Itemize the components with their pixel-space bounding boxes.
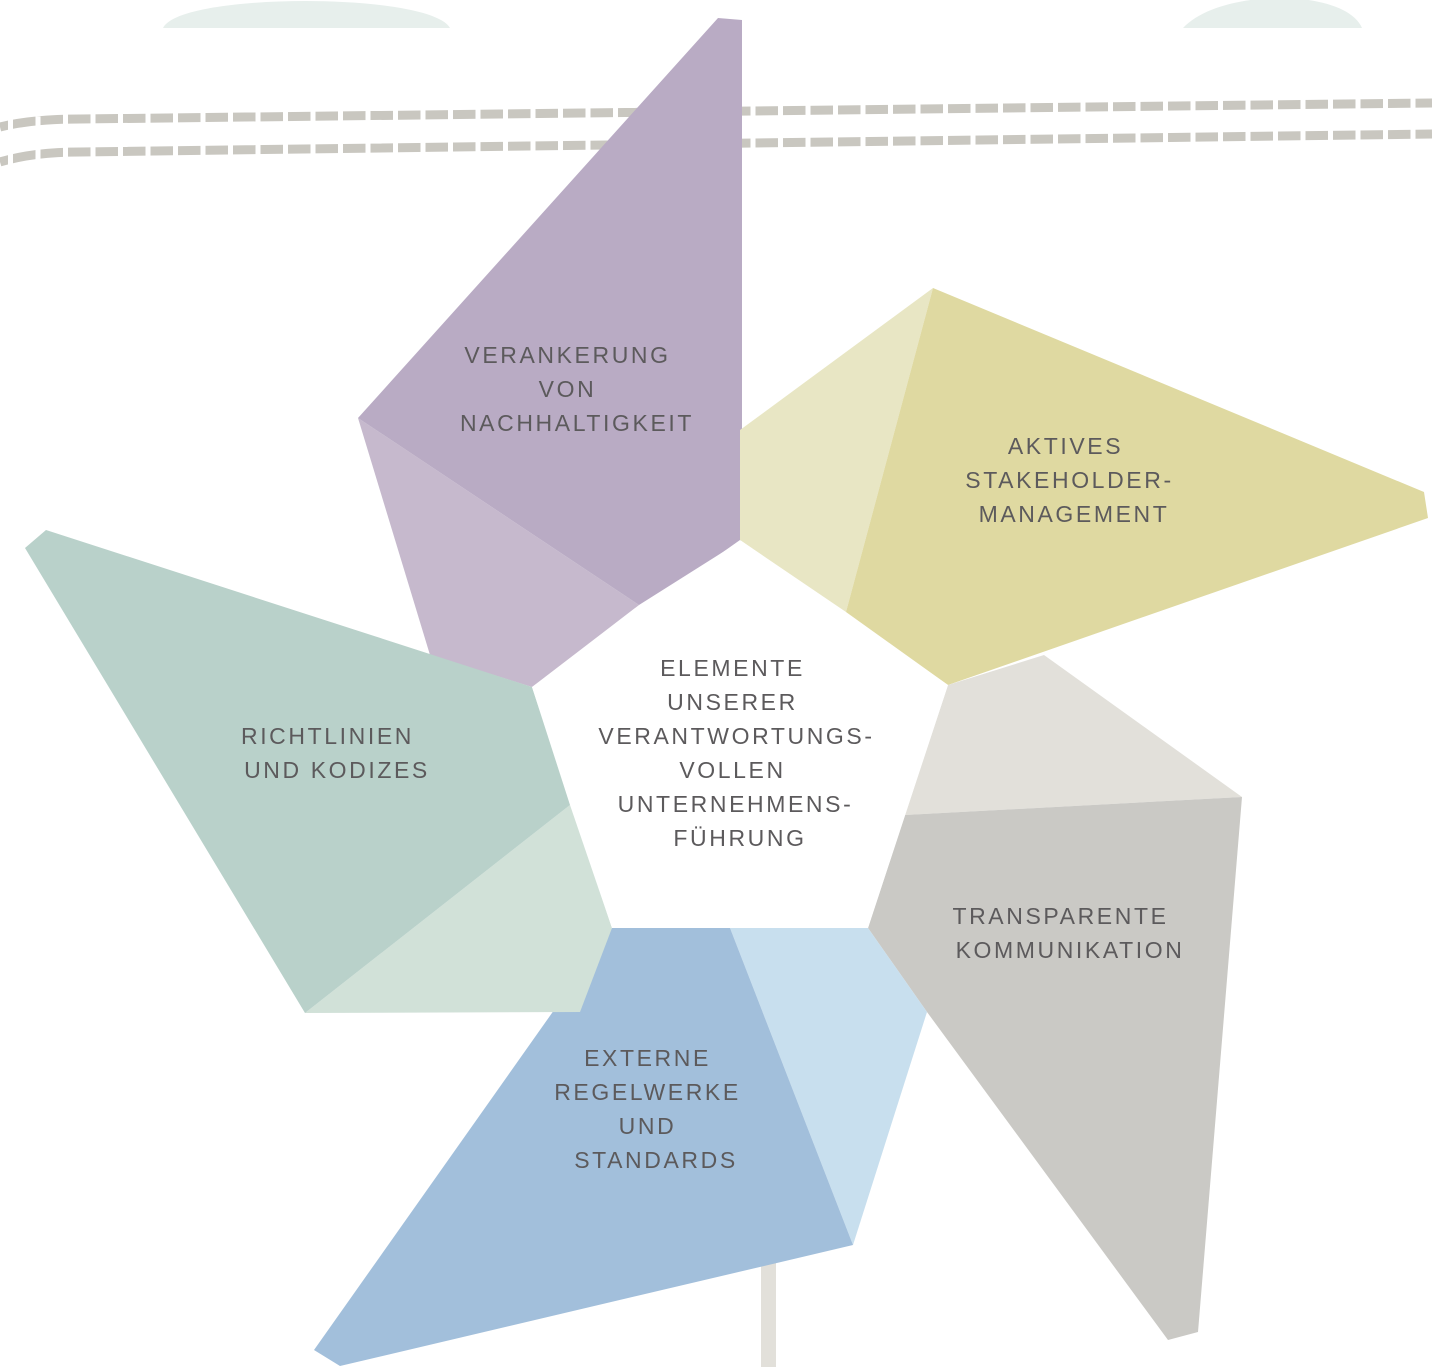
petal-kommunikation-main <box>868 797 1242 1340</box>
rail-sleeper <box>338 108 343 156</box>
rail-sleeper <box>613 105 618 152</box>
petal-nachhaltigkeit-shade <box>358 418 639 687</box>
rail-sleeper <box>90 111 96 159</box>
petal-regelwerke-main <box>314 928 853 1366</box>
rail-sleeper <box>365 108 371 156</box>
petal-richtlinien-shade <box>305 805 612 1013</box>
petal-regelwerke-label: EXTERNE REGELWERKE UND STANDARDS <box>554 1045 750 1173</box>
petal-stakeholder-label: AKTIVES STAKEHOLDER- MANAGEMENT <box>965 433 1182 527</box>
rail-sleeper <box>833 103 838 149</box>
rail-sleeper <box>915 102 921 148</box>
rail-sleeper <box>228 110 233 158</box>
center-pentagon <box>532 540 948 928</box>
rail-sleeper <box>805 103 811 150</box>
rail-sleeper <box>888 102 893 149</box>
petal-stakeholder: AKTIVES STAKEHOLDER- MANAGEMENT <box>740 288 1428 685</box>
petal-kommunikation-label: TRANSPARENTE KOMMUNIKATION <box>952 903 1184 963</box>
rail-sleeper <box>310 109 316 156</box>
rail-sleeper <box>558 106 563 153</box>
petal-regelwerke: EXTERNE REGELWERKE UND STANDARDS <box>314 928 927 1366</box>
rail-sleeper <box>1135 99 1141 145</box>
rail-sleeper <box>173 110 178 158</box>
rail-sleeper <box>998 101 1003 147</box>
center-hub: ELEMENTE UNSERER VERANTWORTUNGS- VOLLEN … <box>532 540 948 928</box>
petal-stakeholder-main <box>846 288 1428 685</box>
petal-regelwerke-shade <box>730 928 927 1245</box>
rail-sleeper <box>1273 97 1278 144</box>
rail-sleeper <box>1410 96 1416 142</box>
rail-sleeper <box>1383 96 1388 142</box>
rail-sleeper <box>1245 98 1251 144</box>
rail-sleeper <box>1300 97 1306 143</box>
petal-stakeholder-shade <box>740 288 933 612</box>
rail-sleeper <box>860 102 866 149</box>
rail-sleeper <box>778 103 783 150</box>
rail-sleeper <box>200 110 206 158</box>
center-label: ELEMENTE UNSERER VERANTWORTUNGS- VOLLEN … <box>598 655 883 851</box>
rail-sleeper <box>393 108 398 155</box>
rail-sleeper <box>1108 99 1113 146</box>
rail-sleeper <box>145 111 151 159</box>
petal-richtlinien-main <box>25 530 570 1013</box>
rail-sleeper <box>35 116 41 165</box>
rail-sleeper <box>530 106 536 154</box>
rail-sleeper <box>503 106 508 154</box>
hill-right <box>1183 0 1362 28</box>
petal-nachhaltigkeit-main <box>358 18 742 605</box>
rail-sleeper <box>448 107 453 155</box>
pinwheel-stick <box>761 1255 776 1367</box>
rail-sleeper <box>8 119 13 168</box>
rail-sleeper <box>1053 100 1058 147</box>
petal-kommunikation-shade <box>905 655 1242 815</box>
petal-kommunikation: TRANSPARENTE KOMMUNIKATION <box>868 655 1242 1340</box>
rail-sleeper <box>943 101 948 148</box>
rail-sleeper <box>1080 100 1086 146</box>
rail-sleeper <box>118 111 123 159</box>
petal-richtlinien-label: RICHTLINIEN UND KODIZES <box>241 723 430 783</box>
rail-sleeper <box>1355 96 1361 143</box>
rail-sleeper <box>255 109 261 157</box>
hill-left <box>163 1 450 28</box>
rail-sleeper <box>475 107 481 154</box>
rail-sleeper <box>63 113 68 162</box>
rail-sleeper <box>1025 100 1031 147</box>
rail-sleeper <box>1163 99 1168 145</box>
rail-sleeper <box>1218 98 1223 144</box>
rail-sleeper <box>1190 98 1196 145</box>
petal-richtlinien: RICHTLINIEN UND KODIZES <box>25 530 612 1013</box>
rail-sleeper <box>970 101 976 148</box>
rail-sleeper <box>283 109 288 157</box>
rail-sleeper <box>420 107 426 155</box>
petal-nachhaltigkeit-label: VERANKERUNG VON NACHHALTIGKEIT <box>460 342 694 436</box>
rail-sleeper <box>585 106 591 153</box>
petal-nachhaltigkeit: VERANKERUNG VON NACHHALTIGKEIT <box>358 18 742 687</box>
rail-sleeper <box>1328 97 1333 143</box>
rail-sleeper <box>750 104 756 151</box>
